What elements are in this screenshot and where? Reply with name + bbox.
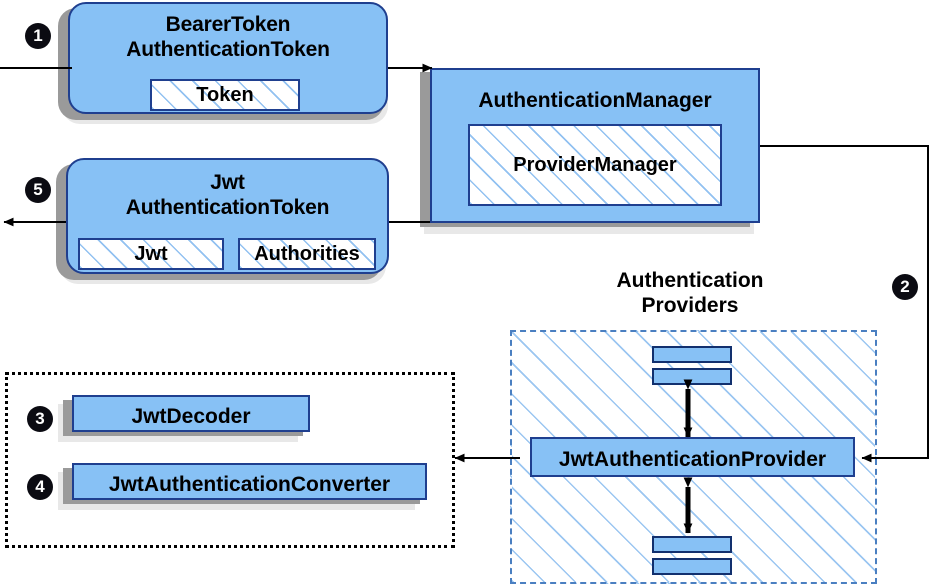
provider-stripe-bottom-1 xyxy=(652,536,732,553)
jwt-token-title-line1: Jwt xyxy=(210,171,245,194)
authentication-providers-label-line2: Providers xyxy=(641,294,739,317)
authentication-providers-label-line1: Authentication xyxy=(616,269,764,292)
jwt-authentication-converter-card[interactable]: JwtAuthenticationConverter xyxy=(72,463,427,500)
provider-stripe-top-1 xyxy=(652,346,732,363)
authorities-inner-label: Authorities xyxy=(254,242,360,265)
bearer-token-card[interactable]: BearerToken AuthenticationToken xyxy=(68,2,388,114)
jwt-token-inner-authorities-panel: Authorities xyxy=(238,238,376,270)
jwt-decoder-label: JwtDecoder xyxy=(131,405,251,428)
jwt-token-title-line2: AuthenticationToken xyxy=(125,196,330,219)
jwt-decoder-card[interactable]: JwtDecoder xyxy=(72,395,310,432)
bearer-token-title-line2: AuthenticationToken xyxy=(126,38,330,61)
step-marker-5: 5 xyxy=(25,177,51,203)
jwt-authentication-provider-label: JwtAuthenticationProvider xyxy=(558,448,827,471)
provider-stripe-top-2 xyxy=(652,368,732,385)
provider-manager-label: ProviderManager xyxy=(513,153,677,176)
step-marker-2: 2 xyxy=(892,274,918,300)
bearer-token-inner-token-panel: Token xyxy=(150,79,300,111)
jwt-helpers-container xyxy=(5,372,455,548)
jwt-authentication-provider-card[interactable]: JwtAuthenticationProvider xyxy=(530,437,855,477)
jwt-token-inner-jwt-panel: Jwt xyxy=(78,238,224,270)
jwt-token-card[interactable]: Jwt AuthenticationToken xyxy=(66,158,389,274)
jwt-authentication-converter-label: JwtAuthenticationConverter xyxy=(108,473,391,496)
provider-stripe-bottom-2 xyxy=(652,558,732,575)
auth-manager-inner-provider-manager-panel: ProviderManager xyxy=(468,124,722,206)
jwt-inner-label: Jwt xyxy=(134,242,168,265)
step-marker-3: 3 xyxy=(27,406,53,432)
step-marker-4: 4 xyxy=(27,474,53,500)
bearer-token-inner-label: Token xyxy=(196,83,254,106)
step-marker-1: 1 xyxy=(25,23,51,49)
auth-manager-title: AuthenticationManager xyxy=(478,89,712,112)
bearer-token-title-line1: BearerToken xyxy=(165,13,291,36)
